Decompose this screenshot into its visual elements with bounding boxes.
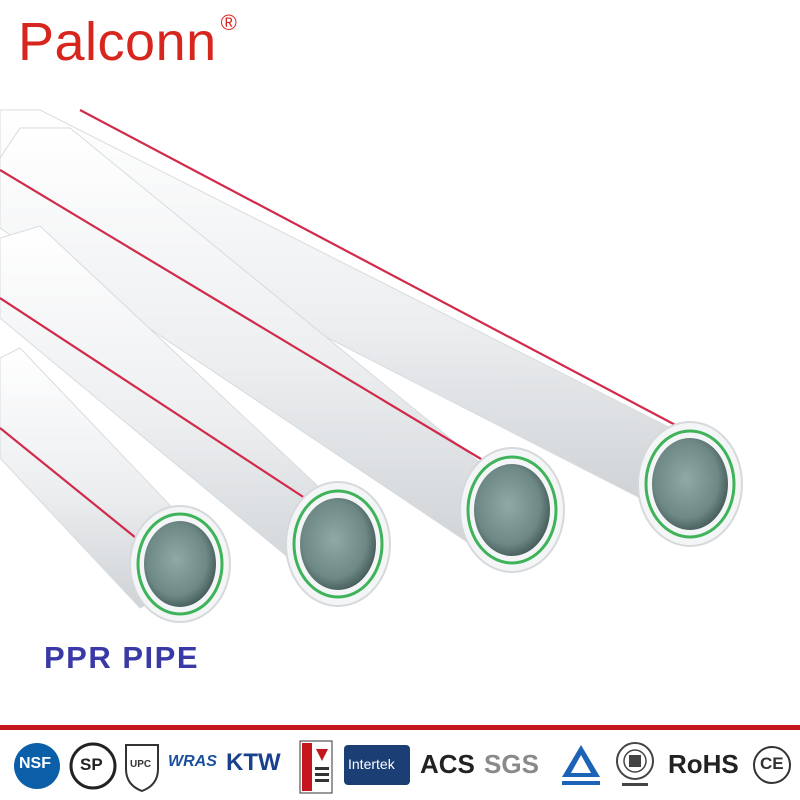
product-caption: PPR PIPE [44, 640, 199, 675]
rohs-label: RoHS [668, 749, 739, 779]
upc-label: UPC [130, 759, 152, 770]
intertek-logo: Intertek [344, 745, 410, 785]
pipe-4 [0, 109, 743, 547]
upc-logo: UPC [122, 739, 162, 793]
csa-label: SP [80, 755, 103, 774]
tuv-rheinland-logo [558, 741, 604, 791]
sgs-label: SGS [484, 749, 539, 779]
tuv-triangle-icon [562, 745, 600, 785]
nsf-badge-icon [14, 743, 60, 789]
pipe-3 [0, 127, 565, 573]
australian-standard-logo [298, 739, 334, 795]
pipe-2 [0, 225, 391, 607]
registered-mark: ® [220, 10, 237, 35]
wras-label: WRAS [168, 753, 217, 770]
ktw-label: KTW [226, 749, 281, 776]
intertek-label: Intertek [348, 756, 395, 772]
ce-label: CE [760, 754, 784, 773]
product-photo [0, 108, 800, 728]
bureau-veritas-logo [612, 739, 658, 793]
nsf-logo: NSF [12, 741, 62, 791]
certification-logos: NSF SP UPC WRAS KTW [0, 739, 800, 795]
bureau-veritas-seal-icon [616, 742, 654, 786]
brand-logo: Palconn ® [18, 6, 237, 86]
pipe-1 [0, 347, 231, 623]
intertek-badge-icon [344, 745, 410, 785]
certification-bar: NSF SP UPC WRAS KTW [0, 725, 800, 800]
csa-logo: SP [68, 741, 118, 791]
ce-mark-logo: CE [752, 743, 792, 787]
upc-shield-icon [125, 744, 159, 793]
ce-mark-circle-icon [753, 746, 791, 784]
acs-label: ACS [420, 749, 475, 779]
australian-standard-icon [299, 740, 333, 794]
ppr-pipes-illustration [0, 108, 800, 728]
nsf-label: NSF [19, 755, 51, 772]
certification-bar-divider [0, 725, 800, 730]
brand-name: Palconn [18, 12, 217, 72]
csa-badge-icon [69, 742, 117, 790]
